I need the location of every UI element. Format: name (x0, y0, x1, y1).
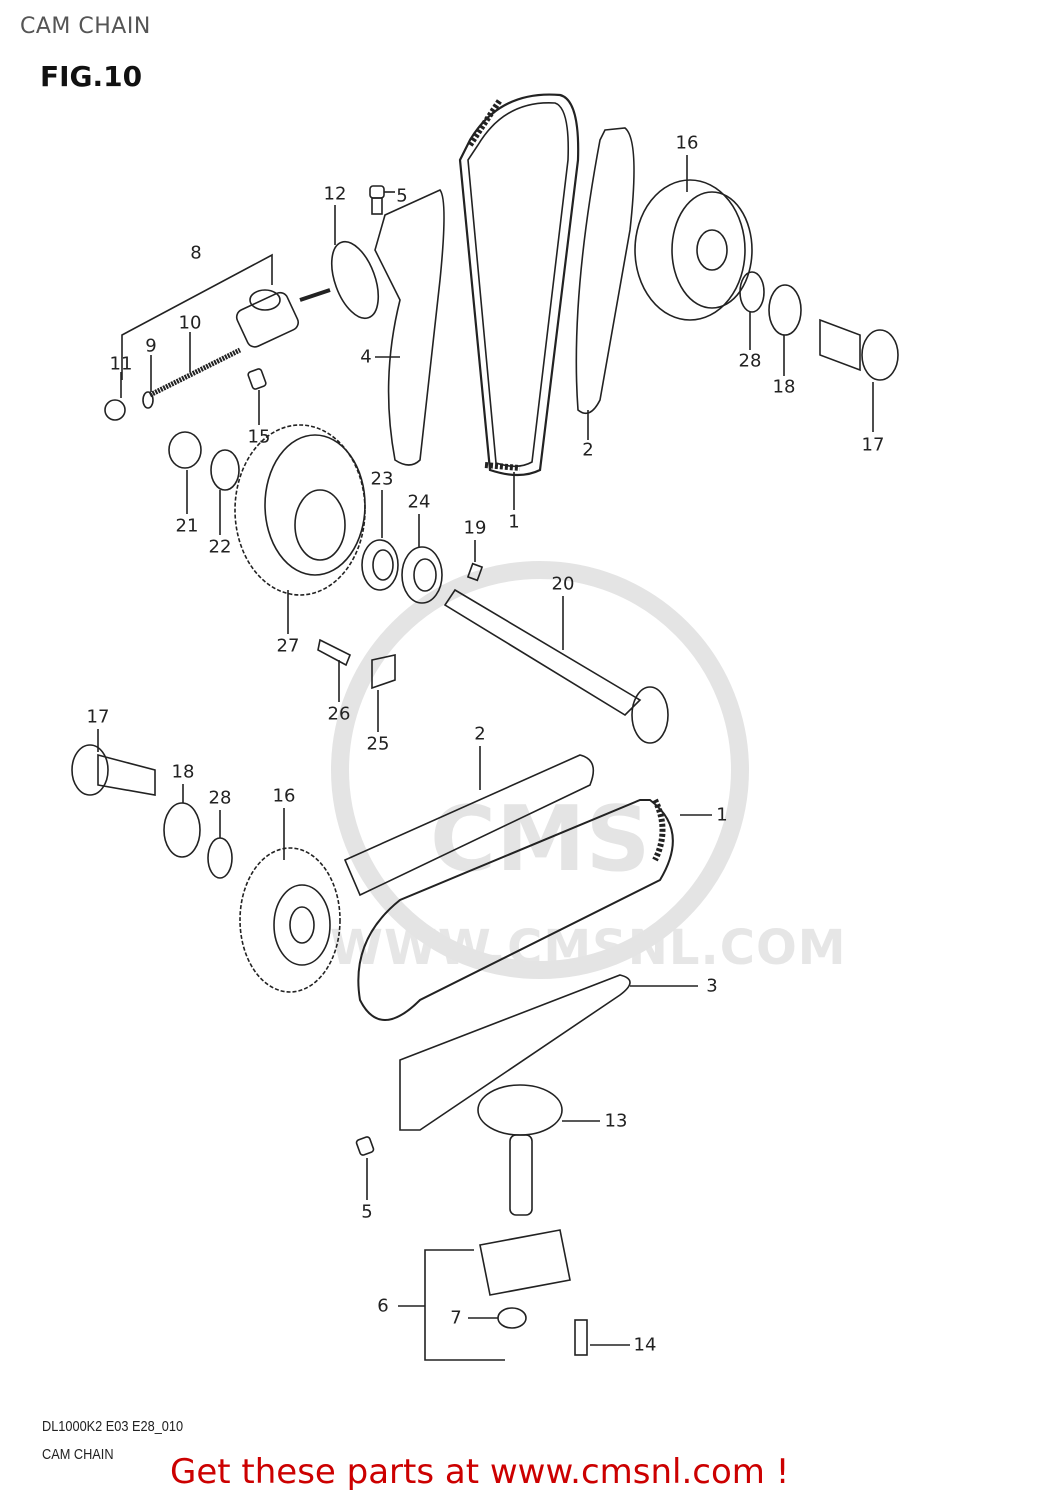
tensioner-blade (374, 189, 445, 466)
footer-section-name: CAM CHAIN (42, 1446, 114, 1463)
promo-link[interactable]: Get these parts at www.cmsnl.com ! (170, 1452, 790, 1492)
chain-guide-upper (575, 127, 635, 440)
nut-21 (168, 431, 202, 514)
washer-28-lower (207, 810, 233, 879)
chain-guide-lower (343, 746, 595, 897)
watermark-logo: CMS (331, 561, 749, 979)
part-callout-1: 1 (508, 511, 520, 533)
washer-22 (210, 449, 240, 535)
part-callout-16: 16 (675, 132, 699, 154)
part-callout-21: 21 (175, 515, 199, 537)
part-callout-12: 12 (323, 183, 347, 205)
part-callout-9: 9 (145, 335, 157, 357)
bolt-5-lower (355, 1136, 375, 1200)
part-callout-18: 18 (772, 376, 796, 398)
part-callout-1: 1 (716, 804, 728, 826)
part-callout-4: 4 (360, 346, 372, 368)
cam-drive-shaft-20 (443, 588, 669, 744)
bearing-24 (401, 514, 443, 604)
idle-gear-16-lower (239, 808, 341, 993)
part-callout-11: 11 (109, 353, 133, 375)
part-callout-25: 25 (366, 733, 390, 755)
part-callout-2: 2 (474, 723, 486, 745)
bolt-14 (574, 1319, 630, 1356)
part-callout-16: 16 (272, 785, 296, 807)
part-callout-23: 23 (370, 468, 394, 490)
part-callout-18: 18 (171, 761, 195, 783)
bolt-26 (317, 638, 352, 702)
cam-chain-lower (357, 798, 712, 1021)
model-code: DL1000K2 E03 E28_010 (42, 1418, 184, 1435)
washer-28-top (739, 271, 765, 350)
part-callout-8: 8 (190, 242, 202, 264)
shaft-17-lower (71, 729, 156, 796)
bolt-5-top (369, 185, 395, 215)
gasket-13 (477, 1084, 600, 1136)
part-callout-10: 10 (178, 312, 202, 334)
shaft-17-top (819, 318, 899, 432)
part-callout-20: 20 (551, 573, 575, 595)
part-callout-28: 28 (738, 350, 762, 372)
key-19 (466, 540, 484, 582)
part-callout-6: 6 (377, 1295, 389, 1317)
tensioner-adjuster-8 (121, 253, 331, 380)
part-callout-28: 28 (208, 787, 232, 809)
svg-text:CMS: CMS (430, 787, 650, 892)
part-callout-17: 17 (86, 706, 110, 728)
bolt-11 (104, 372, 126, 421)
part-callout-15: 15 (247, 426, 271, 448)
part-callout-19: 19 (463, 517, 487, 539)
washer-9 (142, 355, 154, 409)
figure-number: FIG.10 (40, 60, 143, 93)
part-callout-22: 22 (208, 536, 232, 558)
part-callout-5: 5 (396, 185, 408, 207)
idle-gear-16-top (634, 155, 753, 321)
part-callout-27: 27 (276, 635, 300, 657)
part-callout-13: 13 (604, 1110, 628, 1132)
part-callout-14: 14 (633, 1334, 657, 1356)
washer-18-lower (163, 784, 201, 858)
part-callout-5: 5 (361, 1201, 373, 1223)
spring-10 (148, 332, 242, 398)
cam-chain-upper (458, 93, 580, 510)
part-callout-17: 17 (861, 434, 885, 456)
gasket-12 (330, 205, 380, 320)
bearing-23 (361, 490, 399, 591)
tensioner-blade-lower (399, 974, 698, 1131)
part-callout-26: 26 (327, 703, 351, 725)
tensioner-adjuster-6 (398, 1134, 571, 1361)
starter-gear-27 (234, 424, 366, 634)
part-callout-2: 2 (582, 439, 594, 461)
section-title: CAM CHAIN (20, 14, 151, 39)
part-callout-3: 3 (706, 975, 718, 997)
washer-7 (468, 1307, 527, 1329)
plate-25 (371, 654, 396, 732)
part-callout-7: 7 (450, 1307, 462, 1329)
bolt-15 (247, 368, 267, 425)
washer-18-top (768, 284, 802, 376)
part-callout-24: 24 (407, 491, 431, 513)
